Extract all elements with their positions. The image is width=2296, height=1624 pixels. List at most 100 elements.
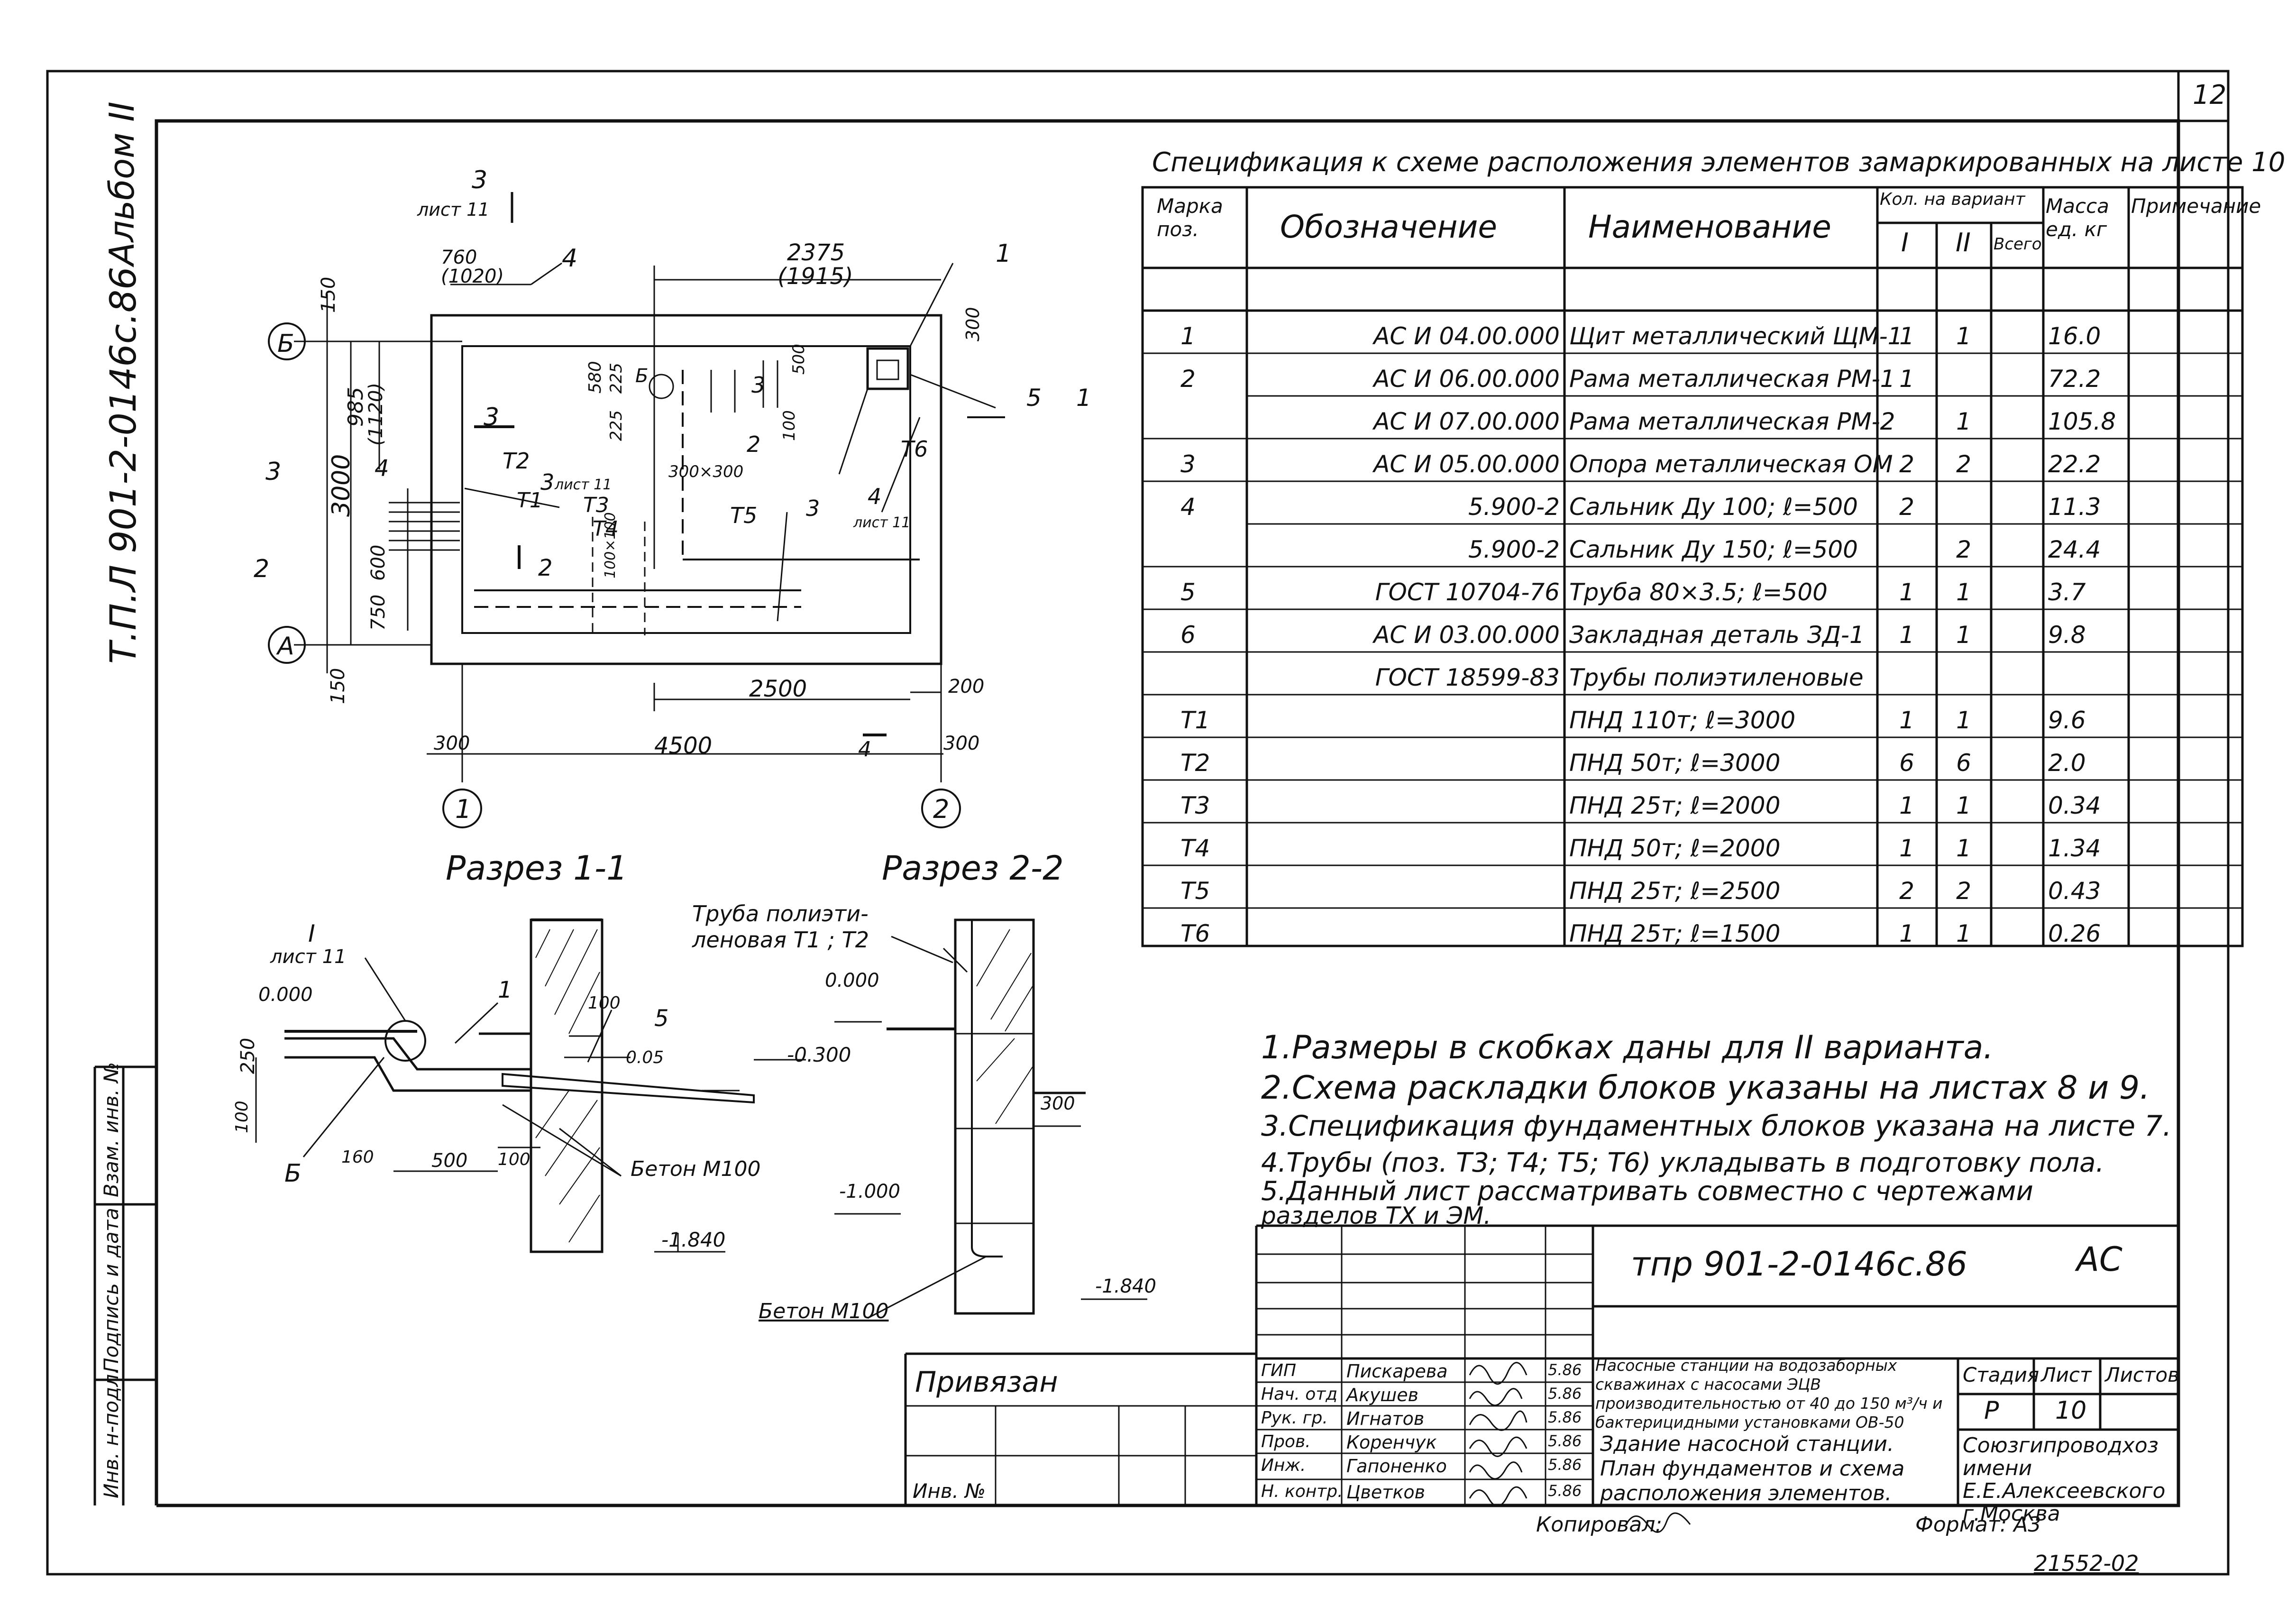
spec-cell-name: Опора металлическая ОМ — [1569, 450, 1893, 478]
note-3: 3.Спецификация фундаментных блоков указа… — [1261, 1110, 2172, 1143]
sec1-pos-5: 5 — [654, 1005, 669, 1032]
tb-role-2: Рук. гр. — [1261, 1408, 1328, 1428]
plan-t4: T4 — [593, 517, 619, 541]
tb-name-3: Коренчук — [1346, 1432, 1437, 1453]
dim-1120: (1120) — [365, 382, 387, 446]
dim-225a: 225 — [607, 363, 626, 394]
dim-500: 500 — [789, 344, 808, 375]
sec1-lvl-030: -0.300 — [787, 1043, 851, 1066]
tb-date-2: 5.86 — [1548, 1408, 1582, 1426]
tb-date-4: 5.86 — [1548, 1456, 1582, 1474]
dim-985: 985 — [344, 387, 368, 427]
tb-date-0: 5.86 — [1548, 1361, 1582, 1379]
tb-sheet-label: Лист — [2041, 1363, 2092, 1386]
dim-300-right-b: 300 — [943, 733, 980, 754]
tb-name-2: Игнатов — [1346, 1408, 1425, 1429]
spec-cell-name: ПНД 25т; ℓ=2000 — [1569, 792, 1781, 819]
sec1-d100: 100 — [588, 993, 621, 1013]
sec1-d250: 250 — [237, 1037, 259, 1074]
dim-300-right: 300 — [962, 307, 983, 341]
plan-t6: T6 — [901, 436, 928, 462]
tb-role-5: Н. контр. — [1261, 1482, 1343, 1501]
tb-doc-number: 21552-02 — [2034, 1551, 2139, 1576]
sec1-lvl-0: 0.000 — [258, 984, 313, 1006]
cut-4-bottom: 4 — [858, 737, 871, 762]
spec-cell-name: Сальник Ду 100; ℓ=500 — [1569, 493, 1858, 521]
tb-inv: Инв. № — [913, 1479, 986, 1503]
spec-h-v1: I — [1901, 228, 1909, 257]
spec-cell-mass: 0.26 — [2048, 920, 2101, 947]
sec1-sheet: лист 11 — [270, 946, 347, 968]
dim-150-bottom: 150 — [327, 668, 349, 704]
spec-cell-name: Сальник Ду 150; ℓ=500 — [1569, 536, 1858, 563]
spec-cell-name: ПНД 50т; ℓ=3000 — [1569, 749, 1781, 777]
tb-date-1: 5.86 — [1548, 1385, 1582, 1403]
spec-cell-des: 5.900-2 — [1468, 493, 1560, 521]
stamp-replace: Взам. инв. № — [100, 1062, 123, 1197]
dim-600: 600 — [367, 544, 389, 581]
tb-role-4: Инж. — [1261, 1456, 1306, 1475]
dim-300-left: 300 — [434, 733, 470, 754]
spec-cell-mark: T5 — [1180, 877, 1210, 905]
tb-format: Формат: А3 — [1915, 1513, 2041, 1537]
spec-cell-mass: 3.7 — [2048, 578, 2086, 606]
spec-cell-v1: 1 — [1899, 621, 1914, 649]
dim-100: 100 — [780, 410, 799, 441]
spec-cell-v1: 2 — [1899, 493, 1914, 521]
spec-cell-v1: 1 — [1899, 835, 1914, 862]
sec2-pipe-2: леновая T1 ; T2 — [692, 927, 869, 953]
dim-225b: 225 — [607, 410, 626, 441]
spec-cell-mark: T2 — [1180, 749, 1210, 777]
spec-title: Спецификация к схеме расположения элемен… — [1152, 147, 2286, 178]
plan-pos-1: 1 — [996, 239, 1012, 268]
sec1-b: Б — [284, 1159, 302, 1188]
plan-pos-2: 2 — [747, 431, 761, 457]
axis-1: 1 — [455, 794, 472, 824]
spec-cell-mass: 72.2 — [2048, 365, 2101, 393]
spec-cell-v2: 1 — [1956, 578, 1971, 606]
sec2-concrete: Бетон М100 — [759, 1299, 889, 1323]
sec1-pos-1: 1 — [498, 977, 512, 1003]
cut-2-left: 2 — [254, 555, 270, 583]
spec-cell-des: АС И 07.00.000 — [1373, 408, 1560, 435]
plan-top-ref-sheet: лист 11 — [417, 199, 490, 220]
spec-cell-mass: 1.34 — [2048, 835, 2101, 862]
spec-cell-v1: 6 — [1899, 749, 1914, 777]
dim-2375: 2375 — [787, 239, 845, 266]
plan-pos-3a: 3 — [751, 372, 766, 398]
plan-pos-3b: 3 — [806, 495, 820, 521]
spec-cell-v2: 1 — [1956, 835, 1971, 862]
sec1-concrete: Бетон М100 — [631, 1157, 761, 1181]
sec2-lvl-0: 0.000 — [825, 970, 879, 991]
spec-cell-v2: 2 — [1956, 877, 1971, 905]
spec-cell-v2: 1 — [1956, 920, 1971, 947]
spec-cell-des: ГОСТ 18599-83 — [1375, 664, 1560, 691]
cut-3-top: 3 — [484, 403, 500, 431]
spec-cell-mass: 2.0 — [2048, 749, 2086, 777]
spec-cell-v1: 1 — [1899, 792, 1914, 819]
spec-cell-name: Щит металлический ЩМ-1 — [1569, 322, 1903, 350]
tb-role-3: Пров. — [1261, 1432, 1311, 1451]
spec-cell-des: 5.900-2 — [1468, 536, 1560, 563]
sec2-pipe: Труба полиэти- — [692, 901, 869, 927]
dim-2500: 2500 — [749, 676, 807, 702]
side-code: Т.П.Л 901-2-0146с.86 — [102, 266, 144, 664]
spec-cell-mark: T4 — [1180, 835, 1210, 862]
sec1-d005: 0.05 — [626, 1048, 664, 1067]
plan-pos-5: 5 — [1026, 384, 1042, 412]
side-album: Альбом II — [102, 101, 142, 266]
tb-copied: Копировал: — [1536, 1513, 1663, 1537]
tb-sheet-title: Здание насосной станции. План фундаменто… — [1600, 1432, 1905, 1505]
spec-cell-v2: 2 — [1956, 536, 1971, 563]
dim-3000: 3000 — [327, 454, 356, 517]
dim-1020: (1020) — [441, 266, 504, 287]
spec-cell-mark: T6 — [1180, 920, 1210, 947]
tb-stage-label: Стадия — [1963, 1363, 2040, 1386]
spec-cell-v2: 1 — [1956, 621, 1971, 649]
spec-cell-mark: 3 — [1180, 450, 1196, 478]
cut-3-inner-sheet: лист 11 — [555, 477, 612, 493]
spec-cell-mass: 16.0 — [2048, 322, 2101, 350]
plan-pos-4: 4 — [562, 244, 578, 273]
spec-cell-v2: 1 — [1956, 706, 1971, 734]
